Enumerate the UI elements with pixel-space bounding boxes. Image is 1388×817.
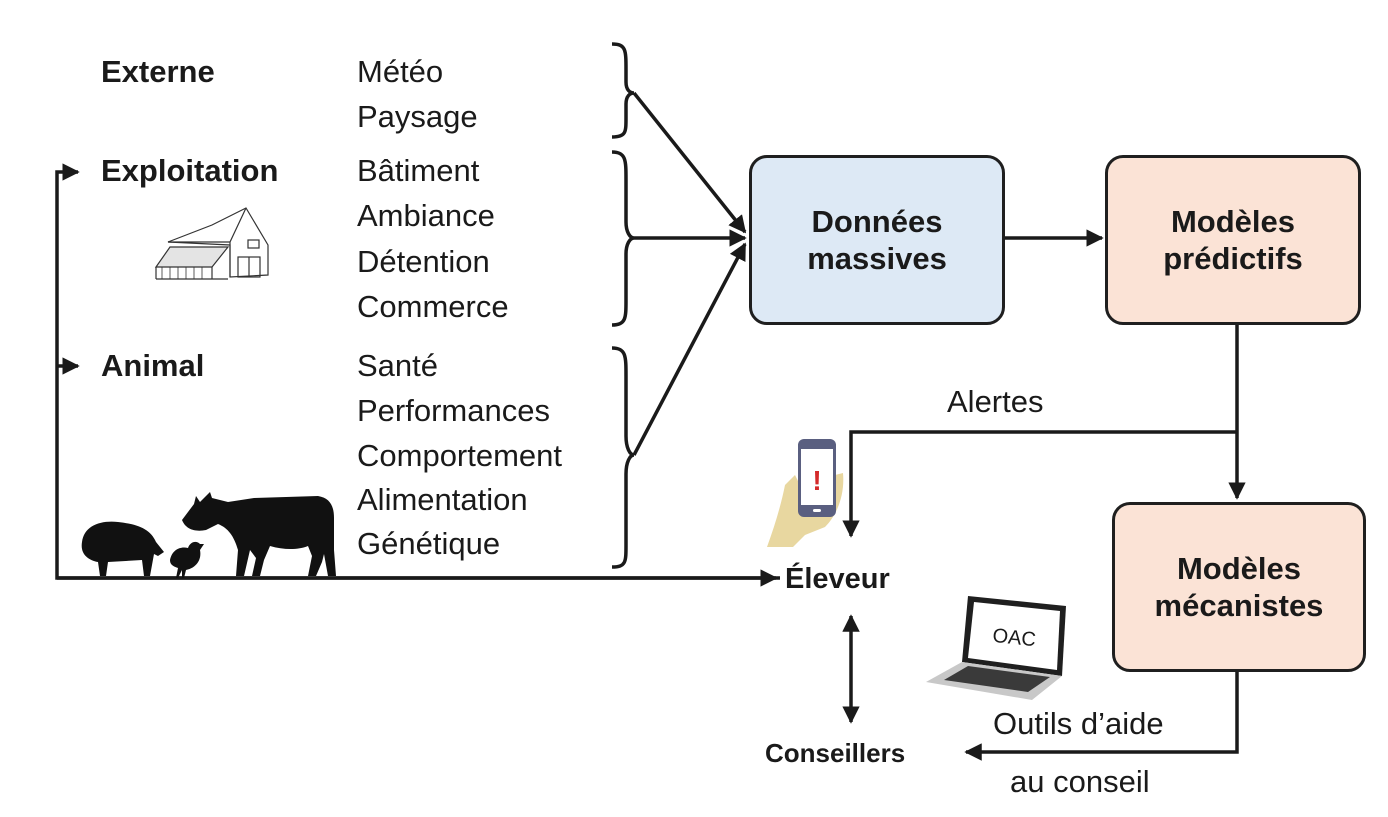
item-paysage: Paysage (357, 99, 478, 134)
label-tools-line2: au conseil (1010, 764, 1150, 799)
box-predictive-line2: prédictifs (1163, 241, 1303, 276)
category-animal: Animal (101, 348, 205, 383)
arrow-animal-to-data (632, 242, 747, 456)
laptop-icon: OAC (926, 596, 1066, 700)
brace-externe (611, 42, 635, 139)
chicken-icon (170, 541, 204, 578)
item-comportement: Comportement (357, 438, 563, 473)
alert-symbol: ! (812, 465, 821, 496)
box-mechanistic-line2: mécanistes (1154, 588, 1324, 623)
pig-icon (81, 521, 164, 576)
box-big-data-line2: massives (807, 241, 947, 276)
item-sante: Santé (357, 348, 439, 383)
item-ambiance: Ambiance (357, 198, 495, 233)
item-commerce: Commerce (357, 289, 509, 324)
box-big-data-line1: Données (811, 203, 943, 239)
animals-silhouette-icon (81, 492, 336, 578)
item-meteo: Météo (357, 54, 444, 89)
arrow-alerts-to-farmer (842, 430, 1237, 538)
label-alerts: Alertes (947, 384, 1044, 419)
cow-icon (182, 492, 336, 576)
brace-exploitation (611, 150, 635, 327)
actor-advisors: Conseillers (765, 738, 906, 768)
arrow-externe-to-data (632, 91, 747, 234)
category-exploitation: Exploitation (101, 153, 279, 188)
item-performances: Performances (357, 393, 550, 428)
brace-animal (611, 346, 635, 569)
item-genetique: Génétique (357, 526, 501, 561)
box-big-data: Données massives (749, 155, 1005, 325)
item-detention: Détention (357, 244, 490, 279)
laptop-screen-text: OAC (992, 625, 1037, 651)
category-externe: Externe (101, 54, 215, 89)
box-predictive-line1: Modèles (1170, 203, 1296, 239)
arrow-mechanistic-to-advisors (964, 670, 1239, 761)
item-batiment: Bâtiment (357, 153, 480, 188)
phone-in-hand-icon: ! (767, 439, 844, 547)
actor-farmer: Éleveur (785, 563, 890, 595)
box-mechanistic-models: Modèles mécanistes (1112, 502, 1366, 672)
label-tools-line1: Outils d’aide (993, 706, 1164, 741)
box-mechanistic-line1: Modèles (1176, 550, 1301, 586)
box-predictive-models: Modèles prédictifs (1105, 155, 1361, 325)
farm-building-icon (154, 207, 269, 280)
item-alimentation: Alimentation (357, 482, 528, 517)
